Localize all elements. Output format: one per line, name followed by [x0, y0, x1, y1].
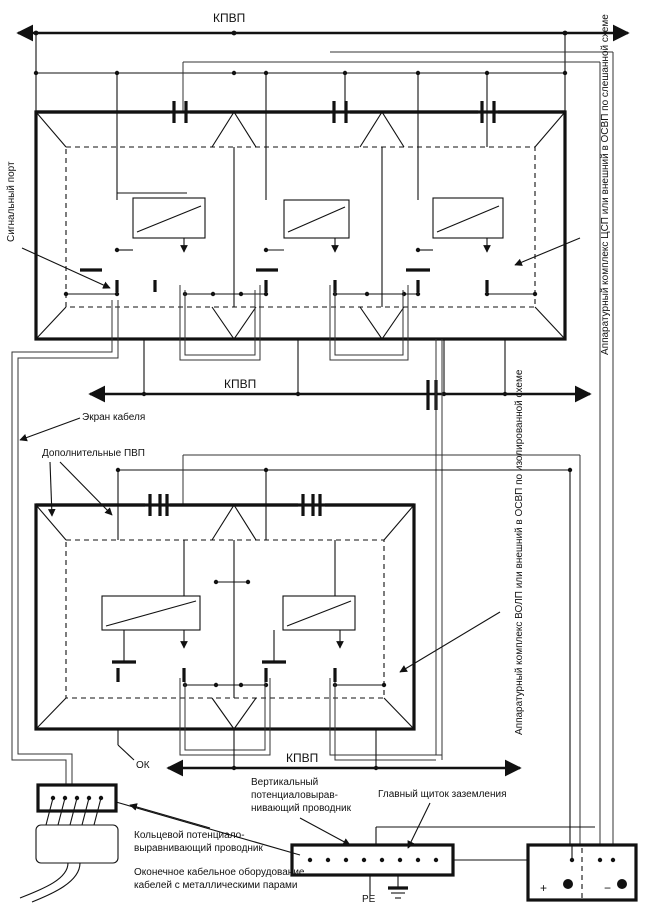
ring-conductor-label-2: выравнивающий проводник: [134, 843, 264, 854]
main-board-label: Главный щиток заземления: [378, 789, 507, 800]
vertical-conductor-annotation: Вертикальный потенциаловырав- нивающий п…: [251, 777, 352, 846]
lower-complex: [34, 454, 581, 845]
unit-box-1: [132, 197, 206, 239]
ok-annotation: ОК: [117, 729, 150, 771]
kpvp-top-bus: КПВП: [16, 11, 630, 112]
kpvp-middle-label: КПВП: [224, 377, 256, 391]
grounding-bar: [290, 843, 455, 877]
plus-label: +: [540, 881, 547, 895]
terminal-equipment-label-2: кабелей с металлическими парами: [134, 879, 297, 891]
cable-shield-annotation: Экран кабеля: [19, 411, 145, 442]
power-supply-box: [526, 843, 638, 902]
vertical-conductor-label-3: нивающий проводник: [251, 803, 352, 814]
kpvp-middle-bus: КПВП: [88, 339, 592, 760]
complex-cbn-label: Аппаратурный комплекс ЦСП или внешний в …: [600, 14, 611, 355]
complex-iso-annotation: Аппаратурный комплекс ВОЛП или внешний в…: [399, 369, 525, 735]
vertical-conductor-label-1: Вертикальный: [251, 777, 318, 788]
kpvp-top-label: КПВП: [213, 11, 245, 25]
vertical-conductor-label-2: потенциаловырав-: [251, 790, 338, 801]
ok-label: ОК: [136, 760, 150, 771]
terminal-cabinet: [35, 824, 119, 864]
terminal-equipment-label-1: Оконечное кабельное оборудование: [134, 866, 305, 878]
minus-label: −: [604, 881, 611, 895]
kpvp-bottom-bus: КПВП: [166, 729, 522, 777]
ring-conductor-label-1: Кольцевой потенциало-: [134, 830, 245, 841]
signal-port-label: Сигнальный порт: [6, 161, 17, 242]
upper-complex: [11, 101, 567, 740]
terminal-equipment: [11, 735, 301, 903]
main-grounding-board: Главный щиток заземления PE: [290, 789, 595, 905]
unit-box-4: [101, 595, 201, 631]
unit-box-2: [283, 199, 350, 239]
signal-port-annotation: Сигнальный порт: [6, 161, 111, 289]
extra-pvp-label: Дополнительные ПВП: [42, 448, 145, 459]
ring-conductor-annotation: Кольцевой потенциало- выравнивающий пров…: [134, 830, 264, 854]
unit-box-3: [432, 197, 504, 239]
pe-label: PE: [362, 894, 376, 905]
power-supply: + −: [526, 843, 638, 902]
kpvp-bottom-label: КПВП: [286, 751, 318, 765]
terminal-block: [36, 783, 118, 813]
secondary-buses: [33, 51, 614, 845]
complex-iso-label: Аппаратурный комплекс ВОЛП или внешний в…: [514, 369, 525, 735]
terminal-equipment-annotation: Оконечное кабельное оборудование кабелей…: [134, 866, 305, 891]
unit-box-5: [282, 595, 356, 631]
complex-cbn-annotation: Аппаратурный комплекс ЦСП или внешний в …: [514, 14, 611, 355]
cable-shield-label: Экран кабеля: [82, 411, 145, 423]
